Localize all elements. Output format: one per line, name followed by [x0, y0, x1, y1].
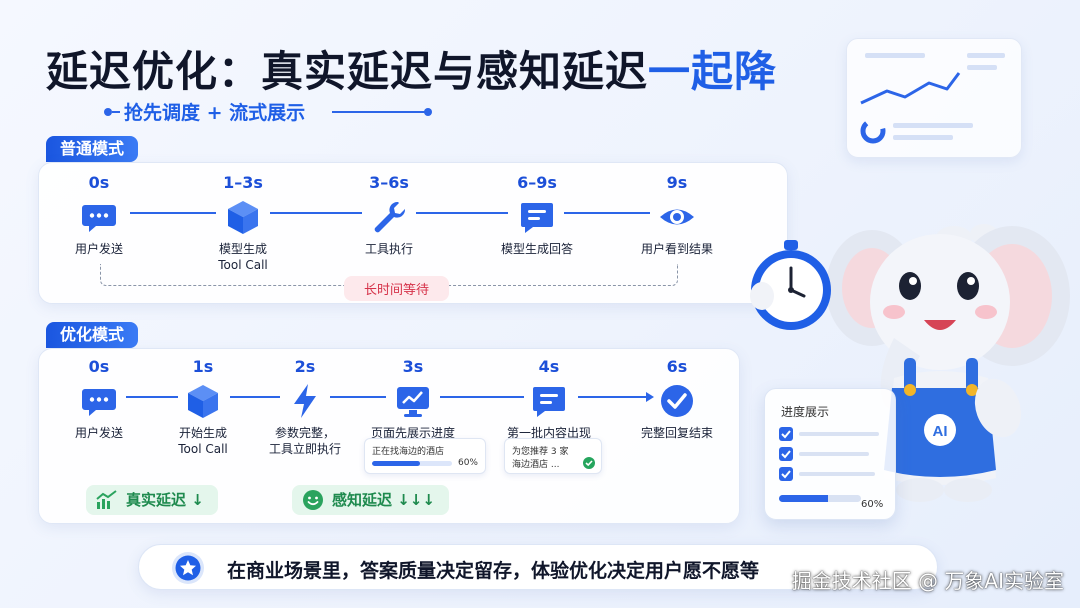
- footer-bar: 在商业场景里，答案质量决定留存，体验优化决定用户愿不愿等: [138, 544, 938, 590]
- optimized-step-send: 0s 用户发送: [74, 357, 123, 440]
- normal-step-answer: 6–9s 模型生成回答: [500, 173, 573, 256]
- progress-mini-card: 正在找海边的酒店 60%: [364, 438, 486, 474]
- normal-step-result: 9s 用户看到结果: [640, 173, 713, 256]
- page-title: 延迟优化：真实延迟与感知延迟一起降: [46, 47, 778, 96]
- dashboard-illustration: [846, 38, 1022, 158]
- normal-step-send: 0s 用户发送: [74, 173, 123, 256]
- progress-mini-fill: [372, 461, 420, 466]
- optimized-step-complete: 6s 完整回复结束: [640, 357, 713, 440]
- chat-bubble-icon: [82, 205, 116, 232]
- message-icon: [533, 387, 565, 417]
- cube-icon: [228, 201, 258, 234]
- optimized-step-tool-exec: 2s 参数完整，工具立即执行: [268, 357, 341, 456]
- monitor-chart-icon: [397, 387, 429, 417]
- normal-mode-tag: 普通模式: [46, 136, 139, 162]
- subtitle: 抢先调度 + 流式展示: [124, 102, 306, 124]
- check-circle-icon: [583, 457, 595, 469]
- watermark: 掘金技术社区 @ 万象AI实验室: [791, 569, 1064, 593]
- perceived-latency-badge: 感知延迟 ↓↓↓: [292, 485, 449, 515]
- elephant-mascot-illustration: AI: [750, 224, 1070, 502]
- normal-step-tool-exec: 3–6s 工具执行: [364, 173, 413, 256]
- progress-panel: 进度展示 60%: [764, 388, 896, 520]
- checkbox-icon: [779, 447, 793, 461]
- check-circle-icon: [661, 385, 693, 417]
- optimized-step-progress: 3s 页面先展示进度: [370, 357, 455, 440]
- optimized-step-first-content: 4s 第一批内容出现: [506, 357, 591, 440]
- checkbox-icon: [779, 427, 793, 441]
- wrench-icon: [374, 201, 406, 233]
- chat-bubble-icon: [82, 389, 116, 416]
- message-icon: [521, 203, 553, 233]
- eye-icon: [660, 209, 694, 225]
- ai-badge: AI: [933, 423, 948, 440]
- trend-chart-icon: [96, 490, 117, 509]
- progress-panel-percent: 60%: [861, 499, 884, 510]
- footer-text: 在商业场景里，答案质量决定留存，体验优化决定用户愿不愿等: [227, 560, 760, 582]
- real-latency-badge: 真实延迟 ↓: [86, 485, 218, 515]
- checkbox-icon: [779, 467, 793, 481]
- smile-icon: [303, 490, 323, 510]
- cube-icon: [188, 385, 218, 418]
- star-badge-icon: [172, 552, 204, 584]
- wait-label: 长时间等待: [344, 276, 450, 301]
- optimized-mode-tag: 优化模式: [46, 322, 139, 348]
- progress-panel-bar: [779, 495, 861, 502]
- progress-panel-title: 进度展示: [781, 405, 830, 419]
- subtitle-row: 抢先调度 + 流式展示: [96, 98, 436, 126]
- result-mini-card: 为您推荐 3 家 海边酒店 ...: [504, 438, 602, 474]
- lightning-icon: [294, 384, 316, 418]
